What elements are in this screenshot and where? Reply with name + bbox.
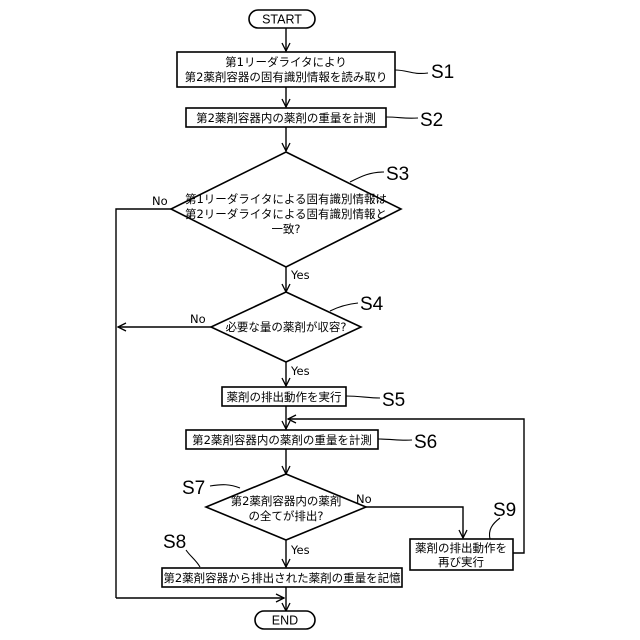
process-s2: 第2薬剤容器内の薬剤の重量を計測 bbox=[186, 108, 386, 127]
decision-s3: 第1リーダライタによる固有識別情報は 第2リーダライタによる固有識別情報と 一致… bbox=[171, 152, 401, 267]
step-label-s5: S5 bbox=[382, 390, 405, 411]
end-label: END bbox=[272, 614, 298, 628]
process-s9: 薬剤の排出動作を 再び実行 bbox=[410, 539, 513, 570]
leader-s3 bbox=[350, 172, 384, 182]
step-label-s6: S6 bbox=[414, 432, 437, 453]
s1-line1: 第1リーダライタにより bbox=[225, 55, 347, 69]
process-s1: 第1リーダライタにより 第2薬剤容器の固有識別情報を読み取り bbox=[177, 52, 395, 87]
decision-s7: 第2薬剤容器内の薬剤 の全てが排出? bbox=[206, 474, 366, 540]
s4-no-label: No bbox=[190, 312, 206, 326]
leader-s6 bbox=[378, 439, 412, 440]
s3-line1: 第1リーダライタによる固有識別情報は bbox=[185, 192, 387, 206]
s7-yes-label: Yes bbox=[290, 543, 310, 557]
process-s8: 第2薬剤容器から排出された薬剤の重量を記憶 bbox=[162, 568, 402, 587]
step-label-s4: S4 bbox=[360, 294, 384, 315]
s1-line2: 第2薬剤容器の固有識別情報を読み取り bbox=[185, 70, 388, 84]
leader-s5 bbox=[346, 396, 380, 398]
s9-line1: 薬剤の排出動作を bbox=[415, 541, 507, 555]
step-label-s1: S1 bbox=[431, 62, 454, 83]
decision-s4: 必要な量の薬剤が収容? bbox=[211, 292, 361, 362]
step-label-s3: S3 bbox=[386, 164, 409, 185]
arrow-s7-no bbox=[366, 507, 463, 538]
leader-s4 bbox=[330, 303, 358, 311]
process-s5: 薬剤の排出動作を実行 bbox=[222, 387, 346, 406]
leader-s7 bbox=[210, 485, 240, 488]
s7-line1: 第2薬剤容器内の薬剤 bbox=[231, 494, 342, 508]
s3-line2: 第2リーダライタによる固有識別情報と bbox=[185, 207, 387, 221]
s7-line2: の全てが排出? bbox=[248, 509, 323, 523]
step-label-s2: S2 bbox=[420, 110, 443, 131]
process-s6: 第2薬剤容器内の薬剤の重量を計測 bbox=[186, 430, 378, 449]
leader-s1 bbox=[395, 70, 428, 73]
s3-no-label: No bbox=[152, 194, 168, 208]
s9-line2: 再び実行 bbox=[438, 555, 484, 569]
s3-yes-label: Yes bbox=[290, 268, 310, 282]
leader-s2 bbox=[386, 117, 418, 118]
start-label: START bbox=[262, 13, 302, 27]
leader-s9 bbox=[489, 518, 500, 539]
s5-text: 薬剤の排出動作を実行 bbox=[227, 390, 342, 404]
step-label-s7: S7 bbox=[182, 478, 205, 499]
start-terminal: START bbox=[249, 10, 315, 28]
step-label-s8: S8 bbox=[163, 532, 186, 553]
s8-text: 第2薬剤容器から排出された薬剤の重量を記憶 bbox=[163, 571, 401, 585]
s4-text: 必要な量の薬剤が収容? bbox=[225, 320, 346, 334]
s6-text: 第2薬剤容器内の薬剤の重量を計測 bbox=[192, 433, 372, 447]
leader-s8 bbox=[186, 550, 200, 567]
s2-text: 第2薬剤容器内の薬剤の重量を計測 bbox=[196, 111, 376, 125]
s7-no-label: No bbox=[356, 492, 372, 506]
s3-line3: 一致? bbox=[271, 222, 300, 236]
end-terminal: END bbox=[255, 611, 315, 629]
s4-yes-label: Yes bbox=[290, 364, 310, 378]
step-label-s9: S9 bbox=[493, 500, 516, 521]
